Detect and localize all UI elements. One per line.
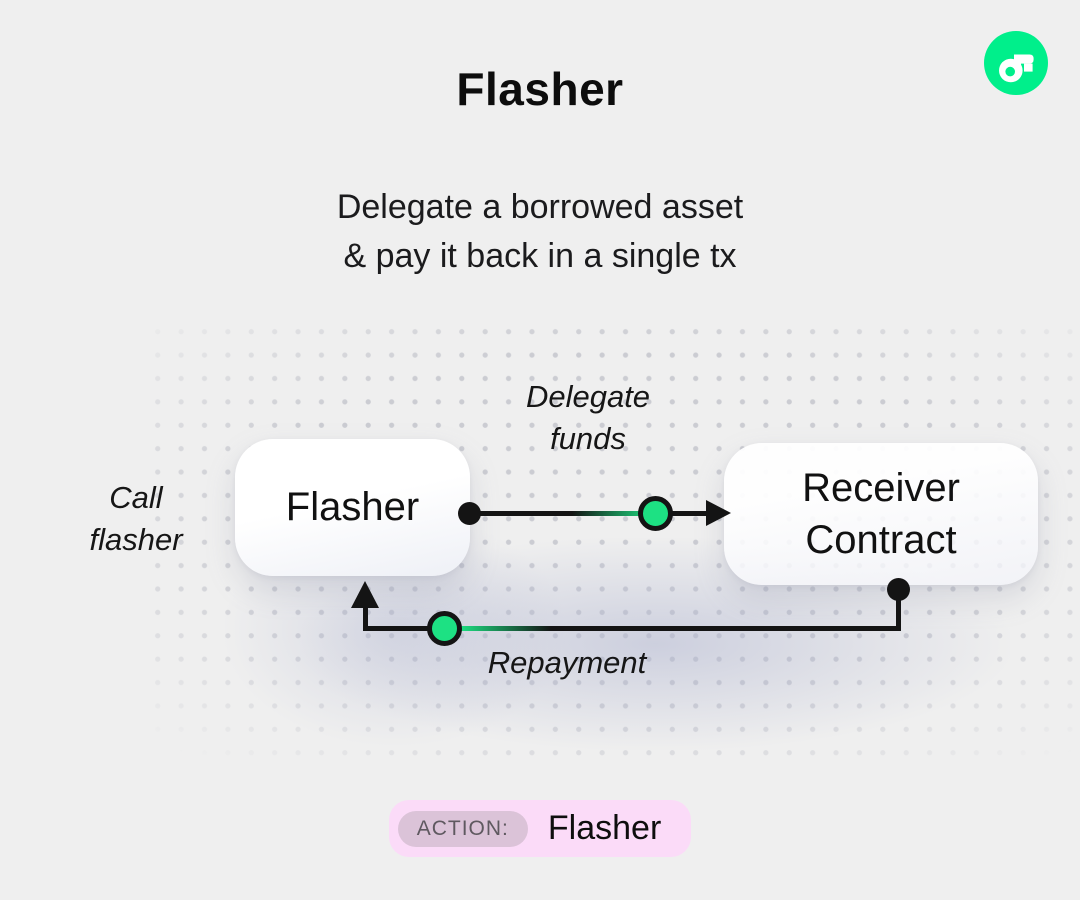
action-tag-label: ACTION: [397,810,528,847]
delegate-token-dot [637,495,673,531]
repayment-connector-green-trail [459,625,551,631]
repayment-arrowhead-icon [351,581,379,608]
subtitle-line-2: & pay it back in a single tx [343,237,737,275]
delegate-arrowhead-icon [706,500,731,526]
repayment-connector-vertical-right [895,585,901,630]
receiver-output-port-dot [886,577,910,601]
repayment-token-dot [426,610,462,646]
footer: ACTION: Flasher [0,800,1080,857]
subtitle-line-1: Delegate a borrowed asset [336,188,744,226]
call-flasher-label: Call flasher [89,480,183,557]
receiver-node-label: Receiver Contract [802,466,960,562]
flasher-node-label: Flasher [285,485,420,529]
repayment-connector-vertical-left [362,604,368,628]
page-subtitle: Delegate a borrowed asset & pay it back … [0,183,1080,281]
delegate-funds-label: Delegate funds [525,379,651,456]
flow-logo-icon [984,31,1048,95]
page-title: Flasher [456,63,624,115]
repayment-label: Repayment [487,645,647,680]
repayment-connector-horizontal [363,625,901,631]
flasher-node: Flasher [235,439,470,576]
delegate-connector-green-trail [572,510,655,516]
action-badge: ACTION: Flasher [388,800,692,857]
flasher-output-port-dot [457,501,481,525]
receiver-contract-node: Receiver Contract [724,443,1038,585]
action-value: Flasher [547,809,662,847]
